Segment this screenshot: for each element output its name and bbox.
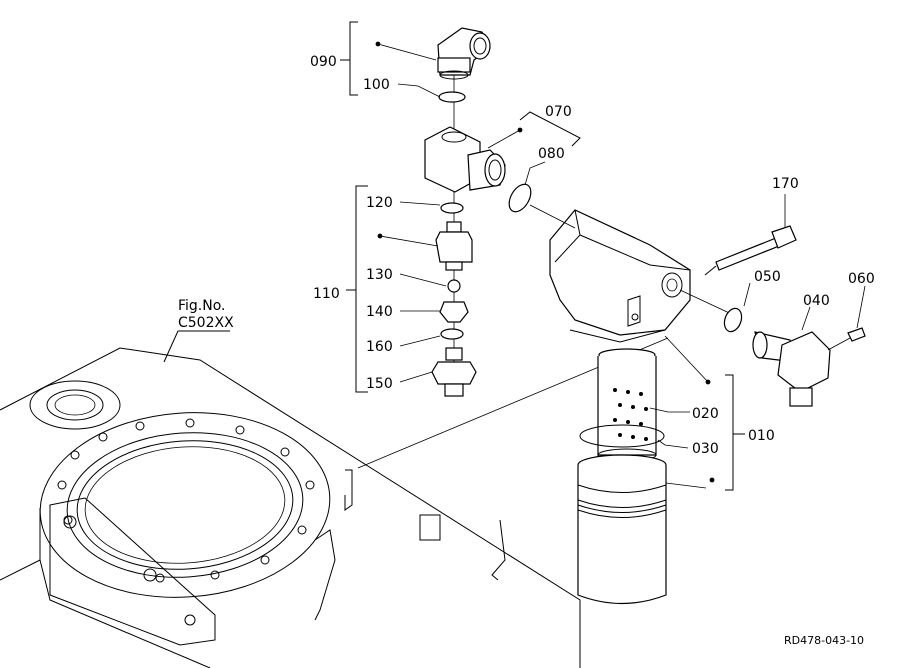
label-080: 080	[538, 146, 565, 162]
drawing-code: RD478-043-10	[784, 634, 864, 647]
group-bracket-010	[725, 374, 745, 491]
group-bracket-110	[346, 185, 368, 393]
filter-element-020	[597, 348, 657, 462]
figref-line1: Fig.No.	[178, 298, 226, 314]
label-030: 030	[692, 441, 719, 457]
fitting-150	[431, 347, 477, 397]
filter-perforations	[613, 388, 648, 441]
elbow-040	[752, 331, 831, 407]
o-ring-160	[440, 328, 464, 340]
o-ring-030	[579, 424, 665, 448]
group-bracket-090	[340, 21, 358, 96]
plug-060	[847, 327, 866, 342]
label-020: 020	[692, 406, 719, 422]
label-060: 060	[848, 271, 875, 287]
label-130: 130	[366, 267, 393, 283]
figure-reference: Fig.No. C502XX	[163, 298, 234, 363]
elbow-fitting-090	[437, 27, 491, 80]
figref-line2: C502XX	[178, 315, 234, 331]
label-090: 090	[310, 54, 337, 70]
label-150: 150	[366, 376, 393, 392]
base-housing	[0, 347, 581, 668]
label-110: 110	[313, 286, 340, 302]
leader-lines	[375, 41, 866, 489]
label-170: 170	[772, 176, 799, 192]
filter-case-010	[577, 454, 667, 605]
label-050: 050	[754, 269, 781, 285]
label-100: 100	[363, 77, 390, 93]
o-ring-050	[723, 307, 743, 333]
label-160: 160	[366, 339, 393, 355]
label-070: 070	[545, 104, 572, 120]
label-040: 040	[803, 293, 830, 309]
ball-130	[447, 279, 461, 293]
o-ring-080	[508, 183, 532, 213]
bolt-170	[704, 225, 797, 276]
block-adapter-070	[424, 126, 506, 193]
part-labels: 090 100 070 080 120 130 110 140 160 150 …	[310, 54, 875, 457]
o-ring-100	[438, 91, 466, 103]
fitting-110	[435, 221, 473, 271]
group-bracket-070	[519, 111, 581, 147]
flange-bolt-holes	[57, 418, 315, 583]
label-010: 010	[748, 428, 775, 444]
filter-head	[549, 209, 691, 343]
nut-140	[439, 301, 469, 323]
o-ring-120	[440, 202, 464, 214]
label-140: 140	[366, 304, 393, 320]
label-120: 120	[366, 195, 393, 211]
